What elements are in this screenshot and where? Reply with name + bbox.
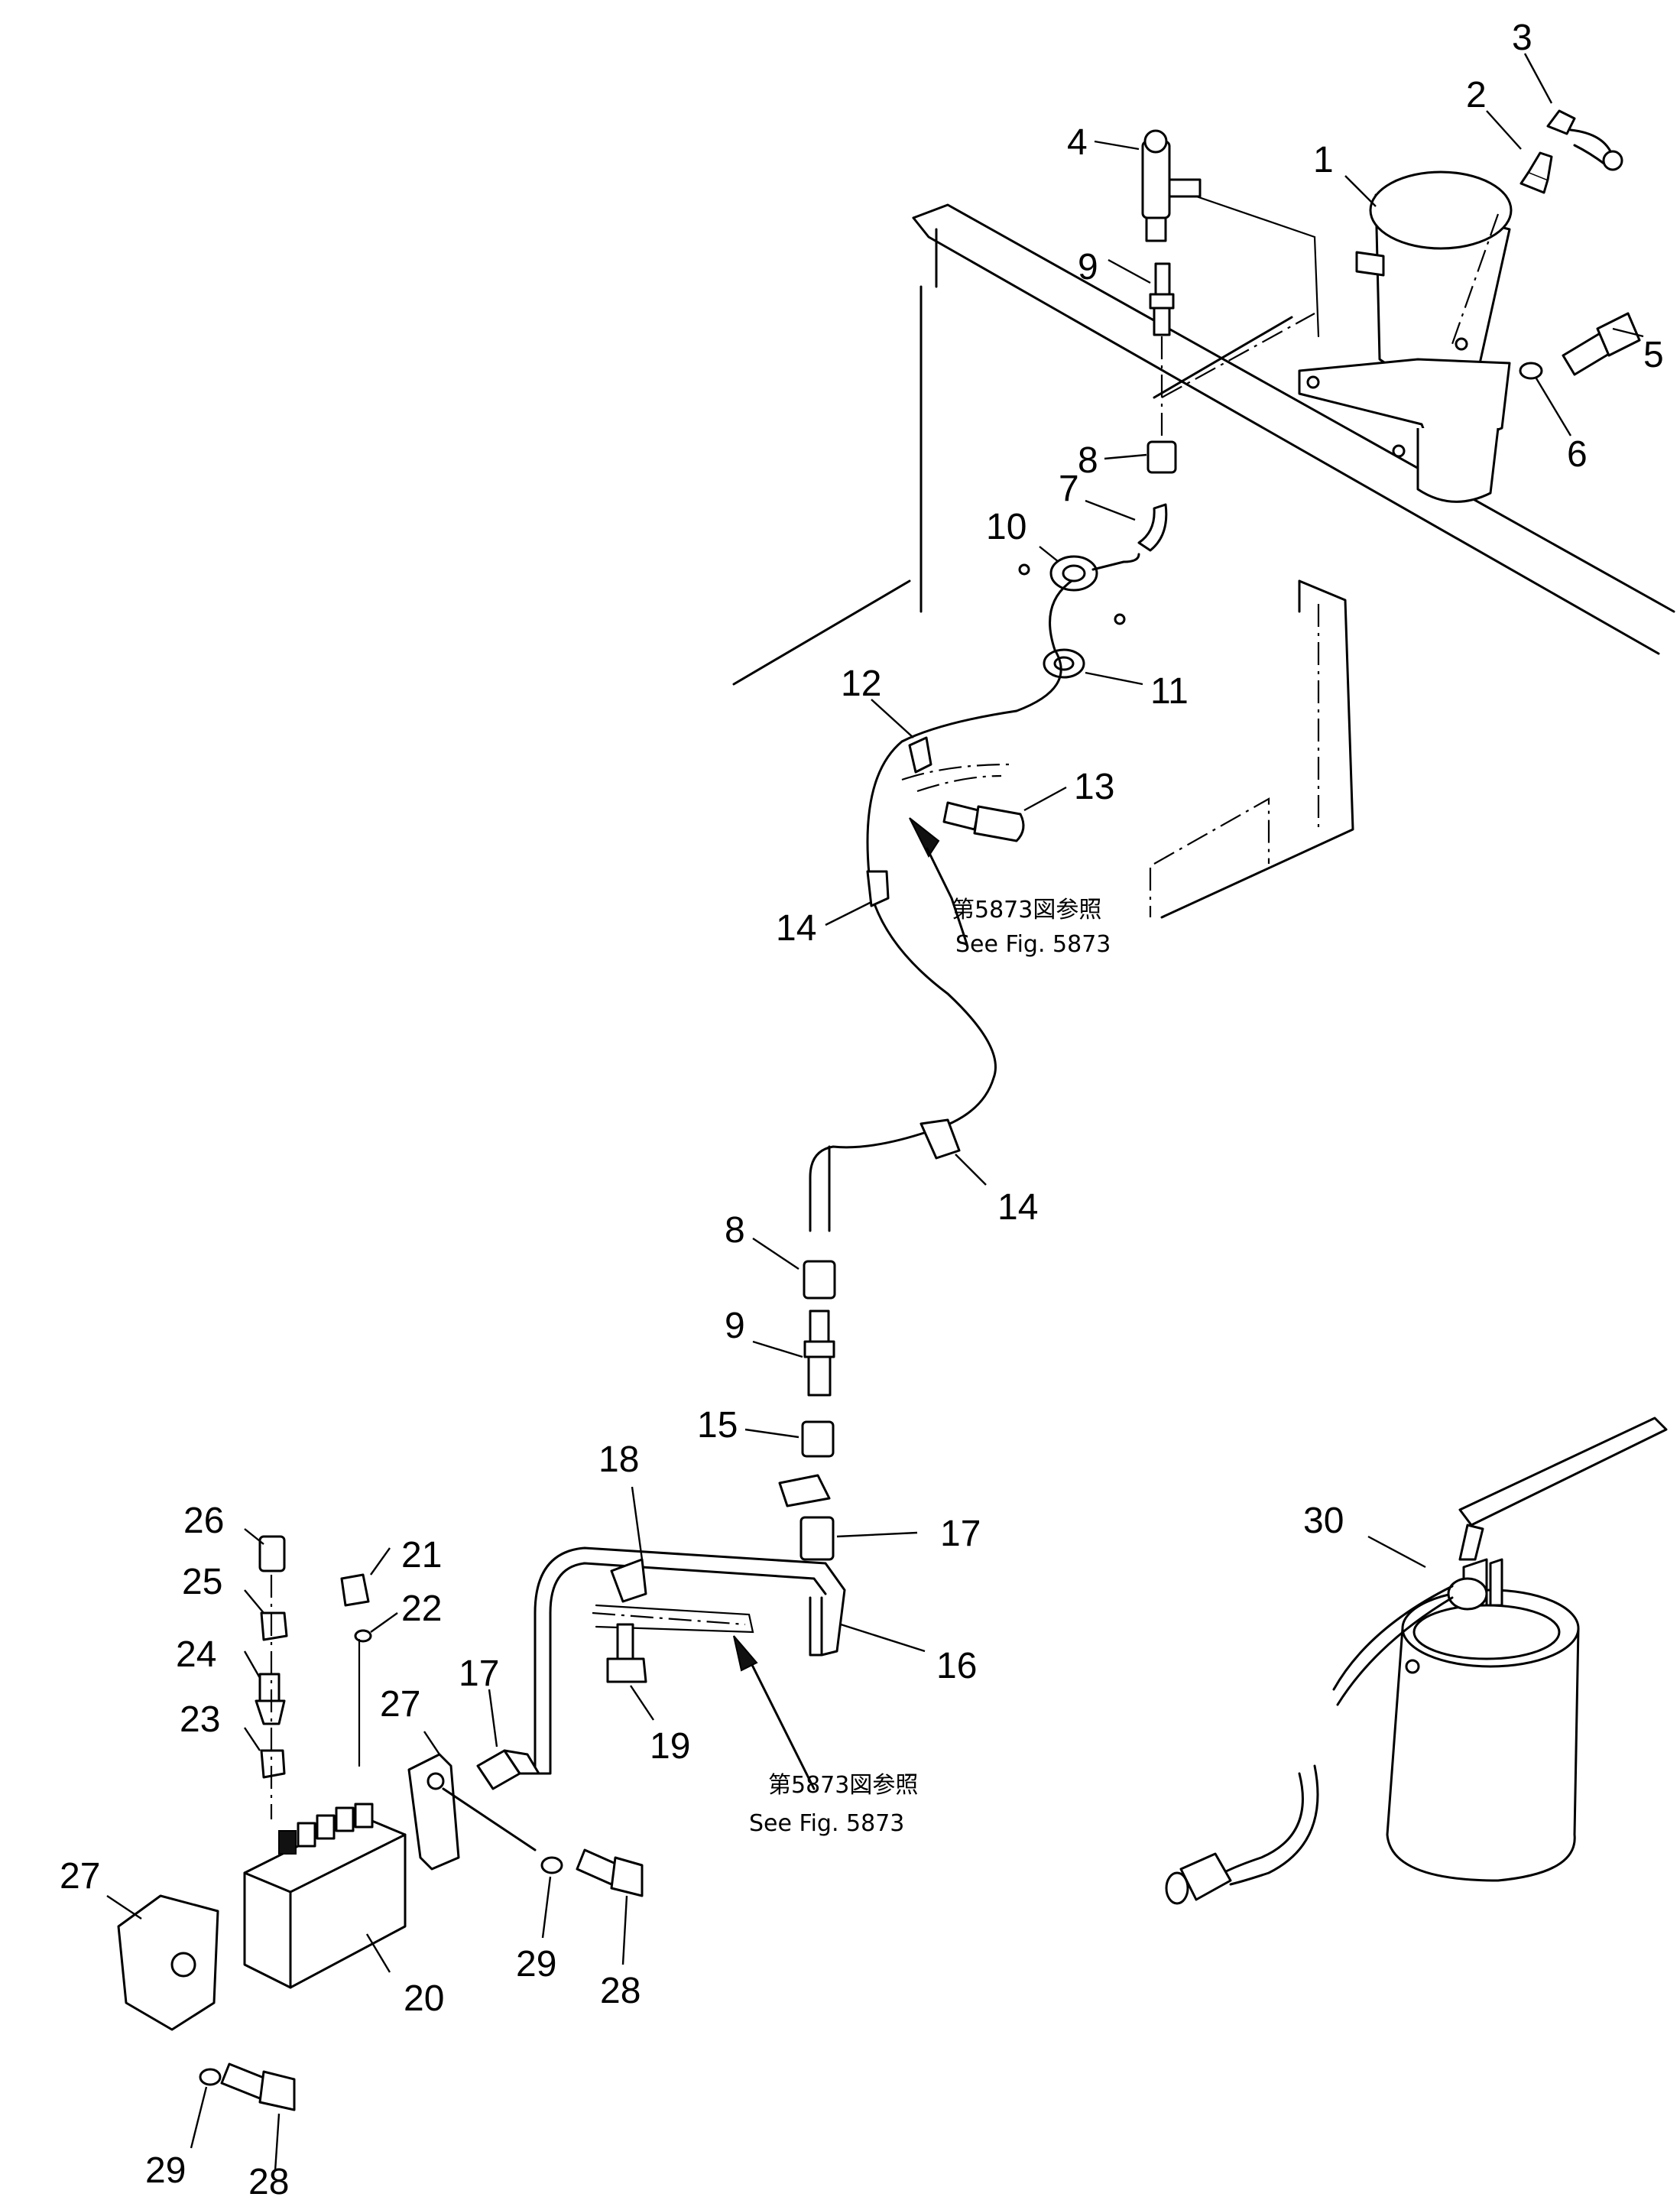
- grommet-11: [1043, 648, 1085, 679]
- washer-29-lower: [199, 2068, 222, 2086]
- callout-27-lower: 27: [60, 1856, 100, 1897]
- bolt-28-upper: [576, 1848, 644, 1897]
- note-1-en: See Fig. 5873: [955, 931, 1111, 958]
- nut-8-upper: [1146, 440, 1177, 474]
- frame-structure: [732, 203, 1675, 919]
- callout-12: 12: [841, 664, 881, 704]
- washer-29-upper: [540, 1856, 563, 1874]
- callout-8-upper: 8: [1078, 440, 1098, 481]
- nut-23: [260, 1749, 286, 1779]
- callout-30: 30: [1303, 1501, 1344, 1541]
- callout-14-upper: 14: [776, 908, 816, 949]
- grease-reservoir: [1179, 170, 1513, 503]
- bolt-5: [1562, 312, 1641, 376]
- fitting-24: [255, 1673, 286, 1725]
- note-2-en: See Fig. 5873: [749, 1810, 904, 1837]
- bolt-19: [606, 1623, 647, 1683]
- callout-15: 15: [697, 1405, 738, 1446]
- hose-fitting-7: [1137, 503, 1168, 552]
- callout-8-lower: 8: [725, 1210, 745, 1251]
- callout-9-lower: 9: [725, 1306, 745, 1346]
- bracket-27-lower: [117, 1894, 219, 2031]
- callout-28-upper: 28: [600, 1971, 641, 2011]
- callout-19: 19: [650, 1726, 690, 1767]
- callout-10: 10: [986, 507, 1026, 547]
- callout-17-left: 17: [459, 1653, 499, 1694]
- callout-7: 7: [1059, 469, 1079, 509]
- callout-17-right: 17: [940, 1514, 981, 1554]
- callout-11: 11: [1150, 671, 1189, 712]
- nut-17-right: [799, 1516, 835, 1561]
- note-1-jp: 第5873図参照: [952, 897, 1101, 923]
- grease-hose: [809, 579, 1073, 1232]
- nut-15: [801, 1420, 835, 1458]
- bolt-13: [942, 801, 1025, 842]
- callout-29-lower: 29: [145, 2150, 186, 2191]
- clamp-14-upper: [866, 870, 890, 907]
- clamp-14-lower: [919, 1118, 961, 1160]
- callout-26: 26: [183, 1501, 224, 1541]
- callout-13: 13: [1074, 767, 1114, 807]
- callout-18: 18: [598, 1439, 639, 1480]
- callout-9-upper: 9: [1078, 247, 1098, 287]
- washer-6: [1519, 362, 1543, 380]
- grease-fitting-2: [1519, 151, 1553, 194]
- reference-note-2: 第5873図参照 See Fig. 5873: [749, 1772, 918, 1837]
- callout-5: 5: [1643, 335, 1664, 375]
- cap-3: [1546, 109, 1623, 171]
- cap-21: [340, 1573, 370, 1607]
- callout-1: 1: [1313, 140, 1334, 180]
- note-arrow-2: [733, 1635, 816, 1790]
- tee-fitting-4: [1141, 129, 1202, 242]
- callout-20: 20: [404, 1978, 444, 2019]
- callout-6: 6: [1567, 434, 1588, 475]
- adapter-9-upper: [1149, 262, 1175, 336]
- nut-25: [260, 1611, 288, 1641]
- nut-8-lower: [803, 1260, 836, 1300]
- leader-lines: [106, 53, 1644, 2172]
- callout-28-lower: 28: [248, 2162, 289, 2197]
- callout-29-upper: 29: [516, 1944, 556, 1984]
- callout-3: 3: [1512, 18, 1532, 58]
- callout-25: 25: [182, 1562, 222, 1602]
- connector-block: [778, 1474, 831, 1507]
- callout-labels: 1 2 3 4 5 6 7 8 8 9 9 10 11 12 13 14 14 …: [60, 18, 1664, 2197]
- callout-4: 4: [1067, 122, 1088, 163]
- note-2-jp: 第5873図参照: [768, 1772, 918, 1799]
- grommet-10: [1018, 553, 1140, 625]
- clamp-12: [908, 736, 932, 774]
- bolt-28-lower: [220, 2062, 296, 2111]
- callout-2: 2: [1466, 75, 1487, 115]
- callout-14-lower: 14: [997, 1187, 1038, 1228]
- nut-26: [258, 1535, 286, 1572]
- grease-pump-30: [1165, 1417, 1668, 1905]
- distribution-block-20: [243, 1803, 407, 1989]
- reference-note-1: 第5873図参照 See Fig. 5873: [952, 897, 1111, 958]
- callout-23: 23: [180, 1699, 220, 1740]
- callout-24: 24: [176, 1634, 216, 1675]
- callout-21: 21: [401, 1535, 442, 1576]
- callout-16: 16: [936, 1646, 977, 1686]
- nut-17-left: [476, 1749, 540, 1790]
- adapter-9-lower: [803, 1309, 835, 1397]
- callout-27-upper: 27: [380, 1684, 420, 1725]
- note-arrow-1: [909, 817, 968, 946]
- callout-22: 22: [401, 1589, 442, 1629]
- oring-22: [354, 1629, 372, 1643]
- pipe-16-18: [534, 1546, 846, 1775]
